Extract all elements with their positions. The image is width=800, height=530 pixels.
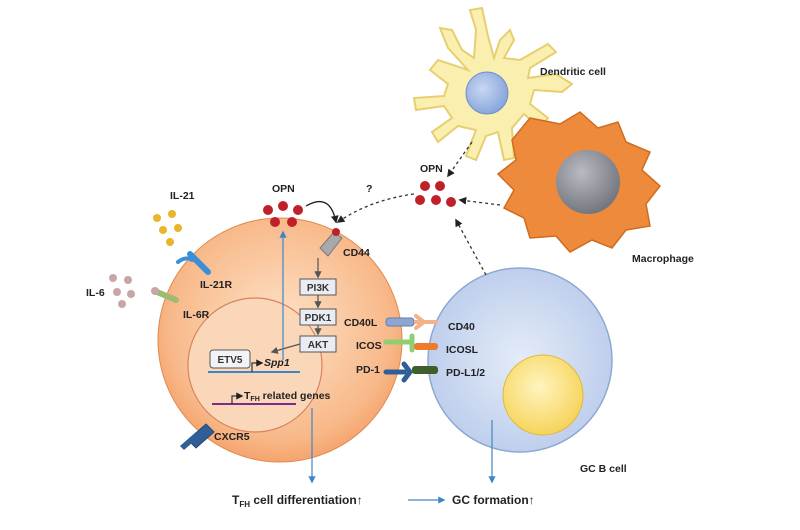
gc-b-cell-label: GC B cell: [580, 463, 627, 475]
il21-dot: [153, 214, 161, 222]
tfh-surface-molecules: CD40L ICOS PD-1: [344, 317, 415, 383]
macrophage-label: Macrophage: [632, 253, 694, 265]
cd40l-icon: [385, 317, 415, 327]
il21r-receptor: IL-21R: [176, 251, 233, 291]
opn-dot: [420, 181, 430, 191]
opn-to-cd44-arrow: [336, 193, 415, 223]
opn-cluster-left: OPN: [263, 183, 303, 227]
opn-dot: [293, 205, 303, 215]
opn-dot: [287, 217, 297, 227]
opn-cluster-right: OPN: [415, 163, 456, 207]
cd44-icon: [319, 231, 343, 257]
dendritic-cell: Dendritic cell: [412, 6, 606, 162]
cd40-label: CD40: [448, 321, 475, 333]
tfh-related-genes-label: TFH related genes: [244, 390, 331, 403]
il21-cluster: IL-21: [153, 190, 195, 246]
opn-dot: [431, 195, 441, 205]
pi3k-label: PI3K: [307, 283, 330, 294]
il21r-icon: [187, 251, 211, 275]
signaling-cascade: PI3K PDK1 AKT: [270, 258, 337, 354]
spp1-label: Spp1: [264, 357, 290, 369]
il6-cluster: IL-6: [86, 274, 135, 308]
opn-dot: [278, 201, 288, 211]
cd40l-label: CD40L: [344, 317, 378, 329]
macrophage: Macrophage: [496, 111, 694, 265]
gc-to-opn-arrow: [455, 218, 487, 276]
icosl-icon: [414, 343, 438, 350]
cd40-icon: [414, 314, 438, 330]
opn-dot: [446, 197, 456, 207]
il6-dot: [109, 274, 117, 282]
pd1-label: PD-1: [356, 364, 380, 376]
opn-dot: [270, 217, 280, 227]
opn-label-left: OPN: [272, 183, 295, 195]
il6-dot: [124, 276, 132, 284]
il6-dot: [113, 288, 121, 296]
cd44-receptor: CD44: [319, 228, 370, 259]
cd44-label: CD44: [343, 247, 370, 259]
macrophage-to-opn-arrow: [458, 196, 501, 206]
il21r-label: IL-21R: [200, 279, 233, 291]
il6-dot: [127, 290, 135, 298]
il6r-icon: [154, 289, 179, 303]
il6r-label: IL-6R: [183, 309, 210, 321]
pdk1-label: PDK1: [305, 313, 332, 324]
il21-dot: [159, 226, 167, 234]
opn-secretion-curve: [305, 201, 339, 224]
cxcr5-receptor: CXCR5: [180, 423, 250, 450]
cxcr5-label: CXCR5: [214, 431, 250, 443]
macrophage-nucleus: [556, 150, 620, 214]
gcb-surface-molecules: CD40 ICOSL PD-L1/2: [412, 314, 485, 379]
il6-label: IL-6: [86, 287, 105, 299]
icos-label: ICOS: [356, 340, 382, 352]
opn-dot: [263, 205, 273, 215]
pdl12-icon: [412, 366, 438, 374]
question-mark: ?: [366, 183, 372, 195]
icosl-label: ICOSL: [446, 344, 479, 356]
akt-label: AKT: [308, 340, 329, 351]
gc-b-cell: GC B cell: [427, 267, 627, 475]
dendritic-cell-label: Dendritic cell: [540, 66, 606, 78]
opn-dot: [435, 181, 445, 191]
etv5-label: ETV5: [217, 355, 242, 366]
pd1-icon: [383, 361, 414, 383]
il21-dot: [166, 238, 174, 246]
etv5-spp1: ETV5 Spp1 TFH related genes: [208, 349, 331, 405]
cxcr5-icon: [187, 423, 215, 449]
il21-dot: [174, 224, 182, 232]
icos-icon: [383, 333, 415, 353]
dc-to-opn-arrow: [447, 141, 473, 178]
gc-b-cell-nucleus: [502, 354, 584, 436]
opn-dot: [415, 195, 425, 205]
il21-label: IL-21: [170, 190, 195, 202]
tfh-cell: [157, 217, 403, 463]
opn-label-right: OPN: [420, 163, 443, 175]
tfh-nucleus: [187, 297, 323, 433]
pdl12-label: PD-L1/2: [446, 367, 485, 379]
il21-dot: [168, 210, 176, 218]
il6r-receptor: IL-6R: [151, 287, 210, 321]
etv5-box: [209, 349, 251, 369]
gc-formation-label: GC formation↑: [452, 493, 535, 507]
dendritic-cell-nucleus: [465, 71, 509, 115]
il6-dot: [118, 300, 126, 308]
tfh-differentiation-label: TFH cell differentiation↑: [232, 493, 363, 509]
